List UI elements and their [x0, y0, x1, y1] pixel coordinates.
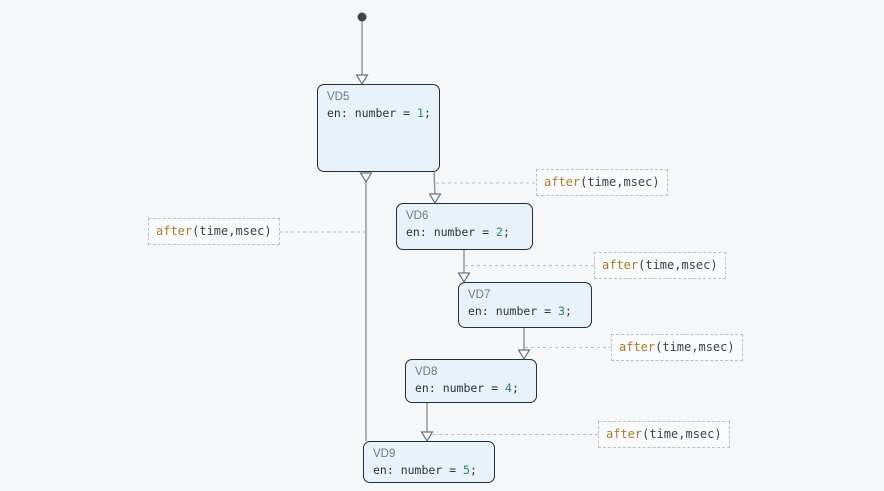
- entry-value: 2: [496, 225, 503, 239]
- transition-initial-to-vd5[interactable]: [355, 12, 369, 86]
- label-arguments: (time,msec): [655, 340, 735, 354]
- state-vd7[interactable]: VD7 en: number = 3;: [458, 282, 592, 328]
- label-function: after: [602, 258, 639, 272]
- entry-code: en: number =: [415, 381, 506, 395]
- initial-state-dot[interactable]: [357, 12, 367, 22]
- entry-value: 5: [463, 463, 470, 477]
- entry-code: en: number =: [406, 225, 497, 239]
- state-entry-action: en: number = 4;: [415, 380, 527, 396]
- arrowhead-icon: [359, 172, 373, 184]
- state-vd8[interactable]: VD8 en: number = 4;: [405, 359, 537, 403]
- state-vd6[interactable]: VD6 en: number = 2;: [396, 203, 533, 250]
- transition-label-vd9-vd5[interactable]: after(time,msec): [148, 218, 280, 245]
- state-entry-action: en: number = 5;: [373, 462, 485, 478]
- entry-code: en: number =: [468, 304, 559, 318]
- label-arguments: (time,msec): [638, 258, 718, 272]
- state-vd9[interactable]: VD9 en: number = 5;: [363, 441, 495, 483]
- arrowhead-icon: [355, 74, 369, 86]
- label-function: after: [156, 224, 193, 238]
- entry-value: 1: [417, 106, 424, 120]
- entry-value: 3: [558, 304, 565, 318]
- transition-vd6-to-vd7[interactable]: [457, 249, 595, 284]
- label-function: after: [606, 427, 643, 441]
- arrowhead-icon: [517, 349, 531, 361]
- entry-code: en: number =: [327, 106, 418, 120]
- state-entry-action: en: number = 2;: [406, 224, 523, 240]
- transition-vd7-to-vd8[interactable]: [517, 328, 612, 361]
- entry-terminator: ;: [423, 106, 431, 120]
- arrowhead-icon: [457, 272, 471, 284]
- entry-terminator: ;: [564, 304, 572, 318]
- transition-vd9-to-vd5[interactable]: [279, 172, 373, 441]
- entry-terminator: ;: [502, 225, 510, 239]
- transition-label-vd5-vd6[interactable]: after(time,msec): [536, 169, 668, 196]
- entry-value: 4: [505, 381, 512, 395]
- entry-terminator: ;: [511, 381, 519, 395]
- state-name: VD9: [373, 448, 396, 460]
- arrowhead-icon: [420, 431, 434, 443]
- label-arguments: (time,msec): [192, 224, 272, 238]
- label-arguments: (time,msec): [580, 175, 660, 189]
- arrowhead-icon: [428, 193, 442, 205]
- state-name: VD7: [468, 289, 491, 301]
- label-arguments: (time,msec): [642, 427, 722, 441]
- transition-vd8-to-vd9[interactable]: [420, 403, 599, 443]
- state-name: VD5: [327, 91, 350, 103]
- transition-label-vd7-vd8[interactable]: after(time,msec): [611, 334, 743, 361]
- entry-code: en: number =: [373, 463, 464, 477]
- state-entry-action: en: number = 1;: [327, 105, 431, 121]
- label-function: after: [544, 175, 581, 189]
- transition-label-vd8-vd9[interactable]: after(time,msec): [598, 421, 730, 448]
- state-entry-action: en: number = 3;: [468, 303, 582, 319]
- entry-terminator: ;: [469, 463, 477, 477]
- state-vd5[interactable]: VD5 en: number = 1;: [317, 84, 440, 172]
- label-function: after: [619, 340, 656, 354]
- transition-label-vd6-vd7[interactable]: after(time,msec): [594, 252, 726, 279]
- state-name: VD8: [415, 366, 438, 378]
- transition-vd5-to-vd6[interactable]: [428, 171, 537, 205]
- state-name: VD6: [406, 210, 429, 222]
